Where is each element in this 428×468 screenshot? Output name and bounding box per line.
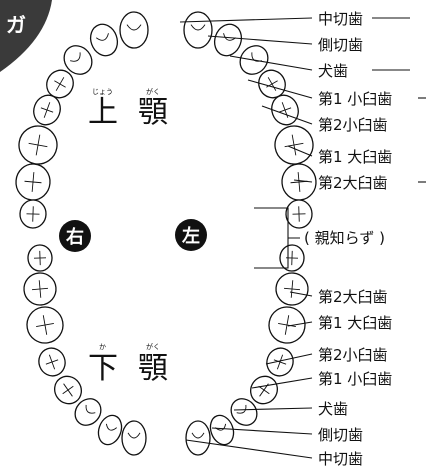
upper-right-central-incisor-tooth [119,11,149,49]
label-upper-first-premolar: 第1 小臼歯 [318,90,392,108]
side-badge-right-hand: 右 [59,220,91,252]
label-lower-canine: 犬歯 [318,400,348,418]
upper-labels: 中切歯 側切歯 犬歯 第1 小臼歯 第2小臼歯 第1 大臼歯 第2大臼歯 [318,10,392,192]
lower-left-first-premolar-tooth [250,375,278,405]
upper-left-wisdom-tooth-tooth [285,199,313,229]
lower-left-central-incisor-tooth [185,420,211,456]
label-lower-central-incisor: 中切歯 [318,450,363,468]
corner-badge-text: ガ [6,13,26,37]
lower-right-first-premolar-tooth [54,375,82,405]
side-badge-left-hand: 左 [175,219,207,251]
leader-line [247,79,313,99]
leader-line [233,407,313,411]
label-lower-second-molar: 第2大臼歯 [318,288,388,306]
upper-jaw-reading-1: じょう [92,88,113,96]
upper-right-canine-tooth [63,45,93,75]
label-upper-second-molar: 第2大臼歯 [318,174,388,192]
label-upper-canine: 犬歯 [318,62,348,80]
lower-right-second-premolar-tooth [38,347,66,377]
upper-jaw-char-1: 上 [88,95,118,130]
lower-right-canine-tooth [74,398,102,426]
lower-jaw-reading-2: がく [146,342,160,351]
lower-right-first-molar-tooth [26,306,64,344]
upper-right-wisdom-tooth-tooth [19,199,47,229]
upper-left-central-incisor-tooth [183,11,213,49]
lower-jaw-reading-1: か [99,343,106,351]
lower-jaw-char-2: 顎 [138,351,168,386]
leader-line [289,291,313,297]
lower-left-canine-tooth [230,398,258,426]
corner-badge: ガ [0,0,52,72]
lower-labels: 第2大臼歯 第1 大臼歯 第2小臼歯 第1 小臼歯 犬歯 側切歯 中切歯 [318,288,392,468]
leader-line [229,55,313,71]
lower-right-lateral-incisor-tooth [97,414,123,446]
lower-right-central-incisor-tooth [121,420,147,456]
label-upper-second-premolar: 第2小臼歯 [318,116,388,134]
leader-line [185,439,313,459]
leader-line [261,105,313,125]
label-upper-first-molar: 第1 大臼歯 [318,148,392,166]
lower-jaw-title: か がく 下 顎 [88,342,168,386]
upper-jaw-reading-2: がく [146,87,160,96]
leader-line [179,17,313,23]
label-lower-first-premolar: 第1 小臼歯 [318,370,392,388]
side-badge-right-hand-text: 右 [66,226,84,248]
label-lower-second-premolar: 第2小臼歯 [318,346,388,364]
upper-jaw-title: じょう がく 上 顎 [88,87,168,130]
leader-line [265,353,313,365]
lower-left-second-molar-tooth [275,272,309,306]
upper-right-second-molar-tooth [15,163,51,201]
upper-right-second-premolar-tooth [33,94,61,126]
leader-line [251,377,313,389]
upper-right-lateral-incisor-tooth [89,23,119,57]
lower-left-second-premolar-tooth [266,347,294,377]
upper-jaw-char-2: 顎 [138,95,168,130]
label-upper-central-incisor: 中切歯 [318,10,363,28]
wisdom-bracket [254,207,300,269]
leader-lines [179,17,426,459]
lower-teeth [23,244,309,456]
label-lower-first-molar: 第1 大臼歯 [318,314,392,332]
leader-line [287,145,313,157]
leader-line [293,179,313,183]
upper-left-second-premolar-tooth [271,94,299,126]
label-lower-lateral-incisor: 側切歯 [318,426,363,444]
lower-left-wisdom-tooth-tooth [279,244,305,272]
upper-left-first-molar-tooth [274,125,314,165]
leader-line [287,321,313,327]
lower-left-first-molar-tooth [268,306,306,344]
label-upper-lateral-incisor: 側切歯 [318,36,363,54]
upper-left-lateral-incisor-tooth [213,23,243,57]
leader-line [211,427,313,435]
lower-right-wisdom-tooth-tooth [27,244,53,272]
label-wisdom-teeth: ( 親知らず ) [304,229,385,247]
side-badge-left-hand-text: 左 [182,225,200,247]
leader-line [207,35,313,45]
lower-right-second-molar-tooth [23,272,57,306]
lower-jaw-char-1: 下 [88,351,118,386]
upper-right-first-molar-tooth [18,125,58,165]
